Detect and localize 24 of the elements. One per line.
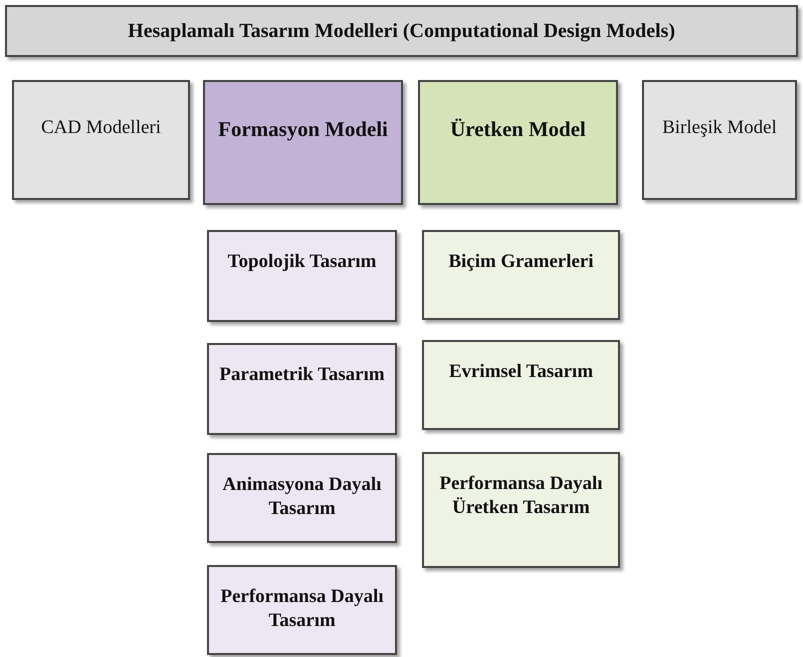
model-box bbox=[203, 80, 403, 205]
sub-model-box bbox=[207, 230, 397, 322]
sub-model-box bbox=[422, 230, 620, 320]
model-box bbox=[418, 80, 618, 205]
node-label: Biçim Gramerleri bbox=[448, 250, 594, 274]
sub-model-box bbox=[207, 343, 397, 435]
node-label: Hesaplamalı Tasarım Modelleri (Computational Design Models) bbox=[128, 19, 676, 44]
node-label: Birleşik Model bbox=[662, 116, 777, 140]
model-box bbox=[642, 80, 797, 200]
node-label: Performansa Dayalı Üretken Tasarım bbox=[438, 472, 604, 520]
node-label: Formasyon Modeli bbox=[218, 116, 388, 142]
node-label: Evrimsel Tasarım bbox=[448, 360, 594, 384]
node-label: Animasyona Dayalı Tasarım bbox=[222, 473, 382, 520]
node-label: Parametrik Tasarım bbox=[219, 363, 385, 387]
sub-model-box bbox=[207, 565, 397, 655]
node-label: Üretken Model bbox=[450, 116, 586, 142]
node-label: Performansa Dayalı Tasarım bbox=[219, 585, 385, 632]
sub-model-box bbox=[207, 453, 397, 543]
title-box bbox=[5, 5, 798, 57]
node-label: Topolojik Tasarım bbox=[228, 250, 376, 274]
sub-model-box bbox=[422, 340, 620, 430]
model-box bbox=[12, 80, 190, 200]
node-label: CAD Modelleri bbox=[41, 116, 161, 140]
sub-model-box bbox=[422, 452, 620, 568]
